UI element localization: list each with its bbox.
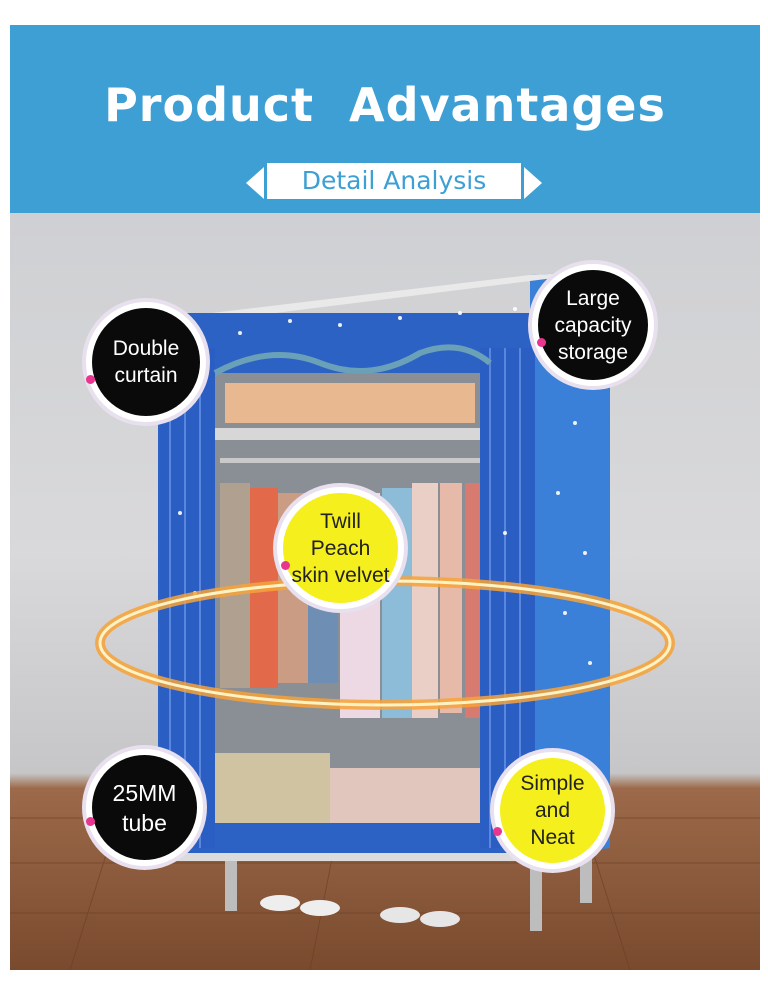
page-title: Product Advantages [104,78,666,132]
feature-simple-neat-line2: and [534,799,571,822]
feature-double-curtain-line2: curtain [114,364,178,387]
feature-large-capacity-line2: capacity [554,313,632,337]
feature-twill-peach-line1: Twill Peach [310,509,371,560]
feature-twill-peach: Twill Peach skin velvet [283,493,398,603]
accent-dot [86,375,95,384]
feature-simple-neat-line3: Neat [530,826,575,849]
subtitle-ribbon: Detail Analysis [265,161,523,201]
feature-double-curtain: Double curtain [92,308,200,416]
feature-25mm-tube: 25MM tube [92,755,197,860]
feature-double-curtain-line1: Double [112,337,180,360]
ribbon-right-tail [524,167,542,199]
wardrobe-illustration [158,271,610,931]
feature-large-capacity-line1: Large [566,286,620,310]
accent-dot [537,338,546,347]
feature-simple-neat: Simple and Neat [500,758,605,863]
accent-dot [281,561,290,570]
ribbon-left-tail [246,167,264,199]
feature-large-capacity-line3: storage [557,340,629,364]
accent-dot [493,827,502,836]
feature-large-capacity: Large capacity storage [538,270,648,380]
header-banner: Product Advantages Detail Analysis [10,25,760,213]
feature-twill-peach-line2: skin velvet [291,563,390,587]
feature-tube-line1: 25MM [112,779,177,806]
accent-dot [86,817,95,826]
feature-tube-line2: tube [122,809,167,836]
feature-simple-neat-line1: Simple [520,772,585,795]
